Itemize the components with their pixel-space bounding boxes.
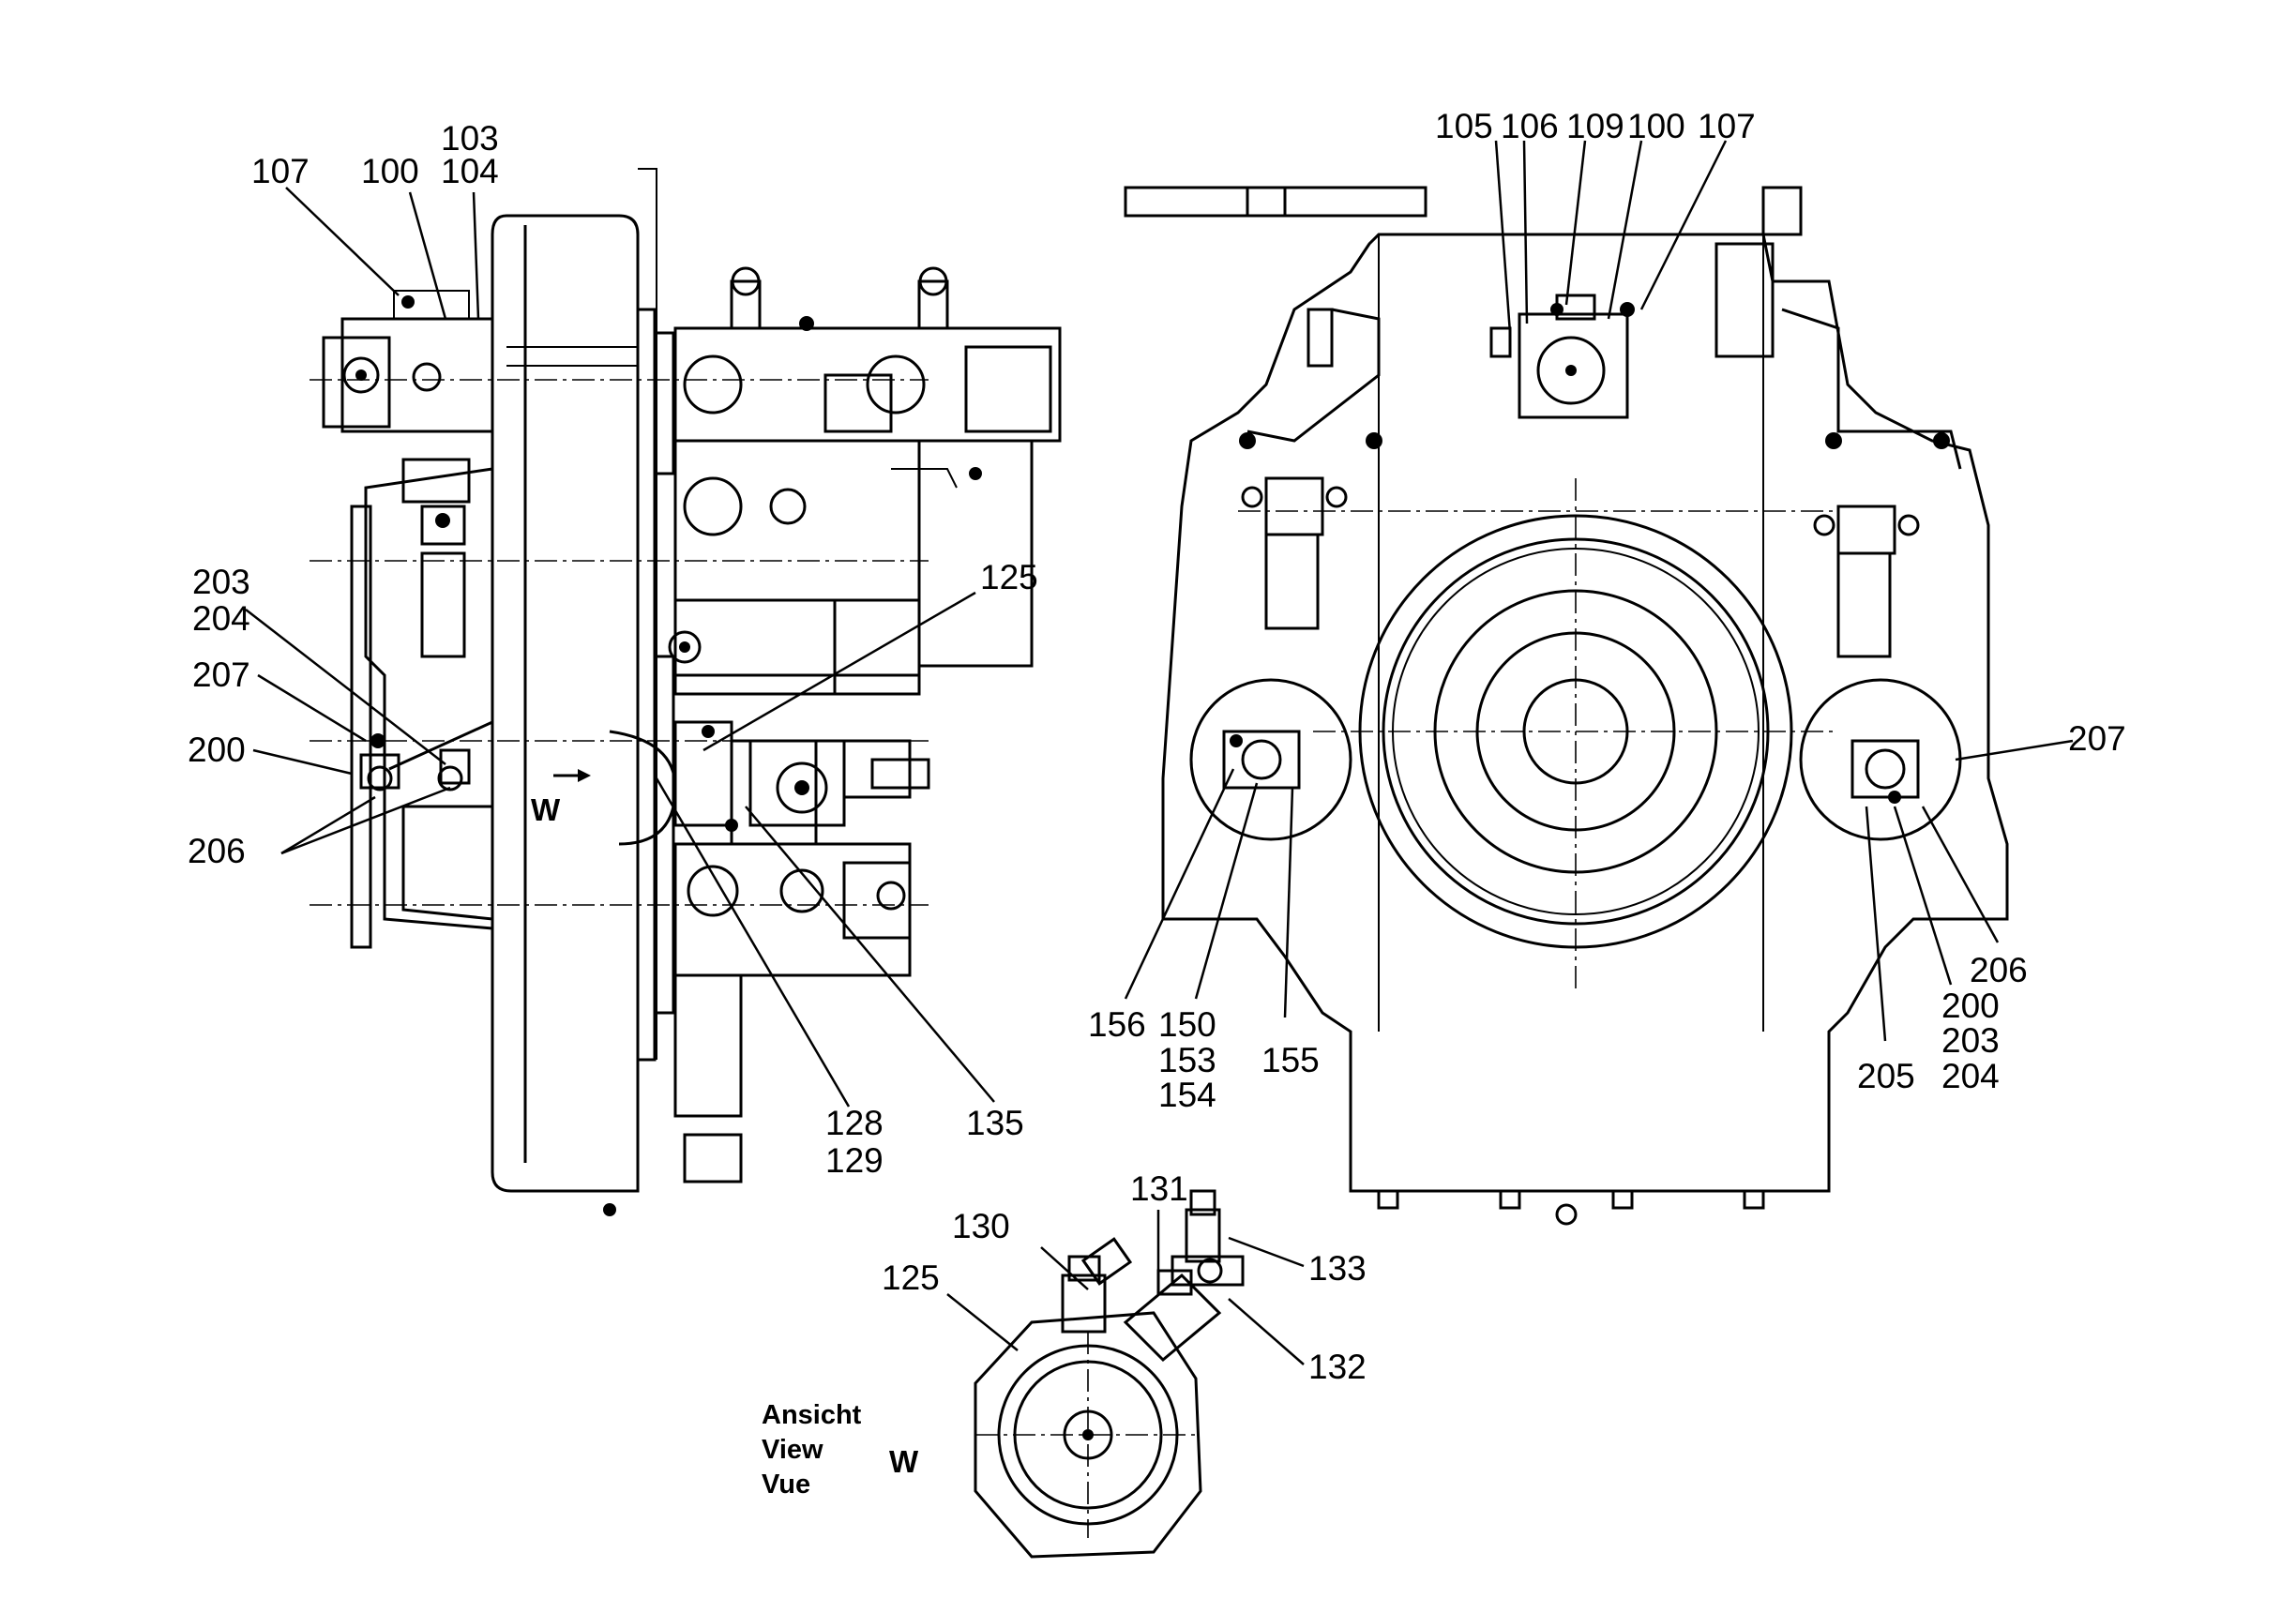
callout-206-side: 206	[188, 832, 246, 870]
callout-206-front: 206	[1970, 951, 2028, 989]
callout-104-side: 104	[441, 152, 499, 190]
view-w-pump-drawing	[974, 1189, 1245, 1559]
front-view-drawing	[1124, 186, 2009, 1226]
callout-133: 133	[1308, 1249, 1367, 1288]
callout-100-side: 100	[361, 152, 419, 190]
view-marker-w: W	[531, 792, 561, 827]
callout-125-side: 125	[980, 558, 1038, 596]
callout-205: 205	[1857, 1057, 1915, 1095]
callout-156: 156	[1088, 1005, 1146, 1044]
callout-150: 150	[1158, 1005, 1216, 1044]
callout-131: 131	[1130, 1169, 1188, 1208]
callout-132: 132	[1308, 1348, 1367, 1386]
callout-203-side: 203	[192, 563, 250, 601]
callout-130: 130	[952, 1207, 1010, 1245]
callout-105: 105	[1435, 107, 1493, 145]
callout-154: 154	[1158, 1076, 1216, 1114]
view-caption-view: View	[762, 1435, 823, 1465]
callout-103-side: 103	[441, 119, 499, 158]
callout-107-front: 107	[1698, 107, 1756, 145]
view-caption-ansicht: Ansicht	[762, 1400, 862, 1430]
callout-155: 155	[1261, 1041, 1320, 1079]
side-view-drawing	[310, 168, 1062, 1216]
callout-207-side: 207	[192, 656, 250, 694]
leader-lines	[245, 140, 2074, 1365]
callout-129: 129	[825, 1141, 884, 1180]
callout-200-side: 200	[188, 731, 246, 769]
callout-204-side: 204	[192, 599, 250, 638]
callout-labels: 107 100 103 104 203 204 207 200 206 125 …	[188, 107, 2126, 1500]
view-caption-marker-w: W	[889, 1444, 919, 1479]
callout-203-front: 203	[1941, 1021, 2000, 1060]
callout-128: 128	[825, 1104, 884, 1142]
view-caption-vue: Vue	[762, 1470, 810, 1500]
callout-153: 153	[1158, 1041, 1216, 1079]
callout-204-front: 204	[1941, 1057, 2000, 1095]
callout-207-front: 207	[2068, 719, 2126, 758]
callout-109: 109	[1566, 107, 1624, 145]
callout-100-front: 100	[1627, 107, 1685, 145]
callout-106: 106	[1501, 107, 1559, 145]
callout-200-front: 200	[1941, 987, 2000, 1025]
callout-125-view: 125	[882, 1259, 940, 1297]
callout-107-side: 107	[251, 152, 310, 190]
callout-135: 135	[966, 1104, 1024, 1142]
